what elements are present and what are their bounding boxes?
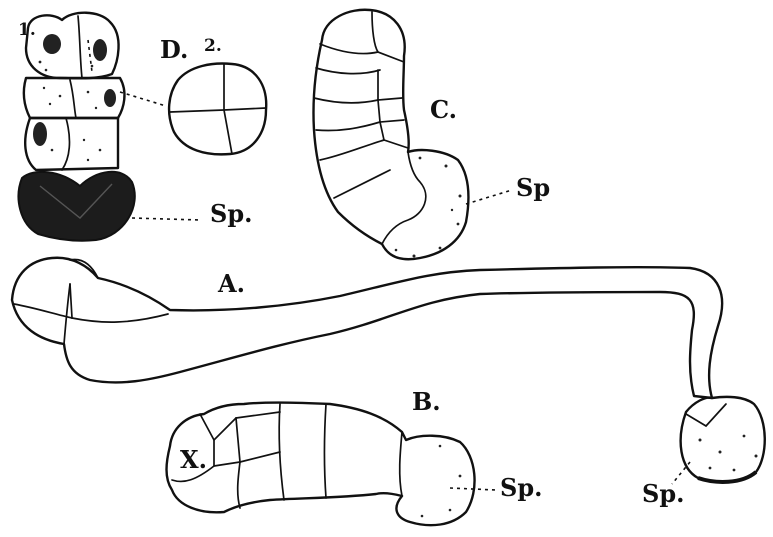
label-spore-a: Sp. — [642, 482, 684, 506]
figure-a-germ-tube — [12, 258, 765, 484]
label-spore-b: Sp. — [500, 476, 542, 500]
figure-c-embryo — [313, 10, 512, 259]
label-figure-c: C. — [430, 98, 457, 122]
label-figure-d: D. — [160, 38, 188, 62]
figure-d2-four-cell-disc — [169, 64, 266, 155]
figure-b-embryo — [167, 403, 497, 526]
label-cell-x: X. — [180, 448, 207, 472]
label-spore-c: Sp — [516, 176, 550, 200]
label-number-1: 1. — [18, 22, 36, 39]
label-spore-d: Sp. — [210, 202, 252, 226]
label-figure-a: A. — [218, 272, 245, 296]
label-number-2: 2. — [204, 38, 222, 55]
label-figure-b: B. — [412, 390, 441, 414]
